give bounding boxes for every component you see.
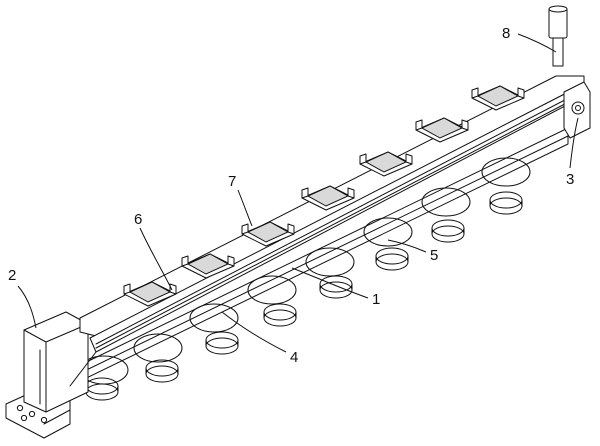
label-3: 3 xyxy=(566,171,574,188)
roller-row xyxy=(85,191,523,401)
leader-4 xyxy=(221,311,287,353)
lower-frame-rail xyxy=(69,127,569,387)
label-7: 7 xyxy=(228,173,236,190)
label-1: 1 xyxy=(372,291,380,308)
callout-labels: 2 6 7 8 3 5 1 4 xyxy=(8,25,574,366)
label-4: 4 xyxy=(290,349,298,366)
end-block xyxy=(23,311,89,413)
label-5: 5 xyxy=(430,247,438,264)
clamp-blocks xyxy=(123,85,525,307)
leader-1 xyxy=(291,267,369,299)
leader-5 xyxy=(387,239,427,253)
sensor-post xyxy=(548,5,568,67)
leader-lines xyxy=(17,33,579,353)
leader-8 xyxy=(517,33,557,53)
leader-3 xyxy=(569,117,579,169)
leader-2 xyxy=(17,285,37,329)
label-8: 8 xyxy=(502,25,510,42)
leader-6 xyxy=(139,227,173,291)
label-2: 2 xyxy=(8,267,16,284)
leader-7 xyxy=(237,189,253,227)
end-bracket xyxy=(563,81,591,139)
label-6: 6 xyxy=(134,211,142,228)
